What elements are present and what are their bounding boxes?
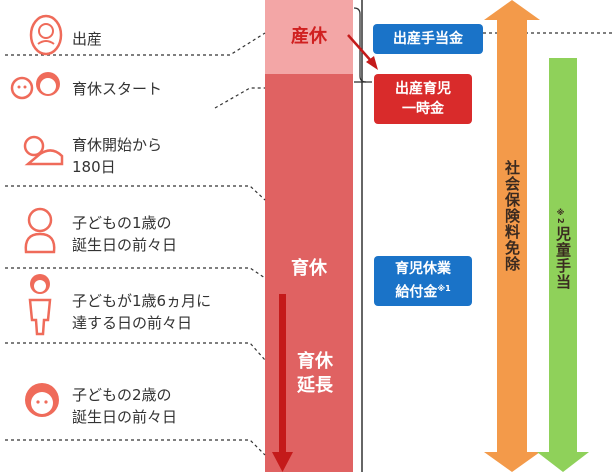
pointer-arrow: [347, 34, 378, 70]
lump-sum-line2: 一時金: [402, 101, 444, 117]
lump-sum-box: 出産育児 一時金: [374, 74, 472, 124]
maternity-leave-label: 産休: [291, 26, 327, 47]
leave-extension-label-line2: 延長: [297, 375, 333, 396]
child-allowance-note: ※2: [556, 208, 565, 225]
child-allowance-label: 児童手当: [554, 226, 572, 290]
insurance-exemption-arrow: [484, 0, 540, 472]
lump-sum-line1: 出産育児: [395, 81, 451, 97]
stage-label-180-days: 育休開始から 180日: [72, 136, 163, 176]
childcare-benefit-note: ※1: [437, 284, 451, 294]
stage-label-birth: 出産: [72, 30, 103, 48]
maternity-band: [265, 0, 353, 74]
stage-label-leave-start: 育休スタート: [72, 80, 163, 98]
stage-label-age-1-6: 子どもが1歳6ヵ月に 達する日の前々日: [72, 292, 212, 332]
sitting-baby-icon: [24, 207, 56, 254]
stage-connectors: [5, 32, 615, 456]
childcare-benefit-box: 育児休業 給付金※1: [374, 256, 472, 306]
child-allowance-arrow: [537, 58, 589, 472]
leave-extension-label-line1: 育休: [297, 351, 333, 372]
childcare-benefit-line1: 育児休業: [395, 261, 451, 278]
extension-arrow: [272, 294, 293, 472]
parents-baby-icon: [10, 72, 60, 100]
stage-label-age-2: 子どもの2歳の 誕生日の前々日: [72, 386, 178, 426]
childcare-leave-label: 育休: [291, 258, 327, 279]
insurance-exemption-label: 社会保険料免除: [503, 160, 521, 272]
leave-extension-label: 育休 延長: [290, 350, 340, 398]
childbirth-allowance-box: 出産手当金: [373, 24, 483, 54]
newborn-icon: [29, 14, 63, 56]
standing-toddler-icon: [28, 274, 52, 336]
child-face-icon: [25, 383, 59, 417]
stage-label-age-1: 子どもの1歳の 誕生日の前々日: [72, 214, 178, 254]
childcare-benefit-text: 給付金: [395, 284, 438, 301]
childcare-benefit-line2: 給付金※1: [395, 279, 450, 303]
crawling-baby-icon: [23, 135, 64, 166]
